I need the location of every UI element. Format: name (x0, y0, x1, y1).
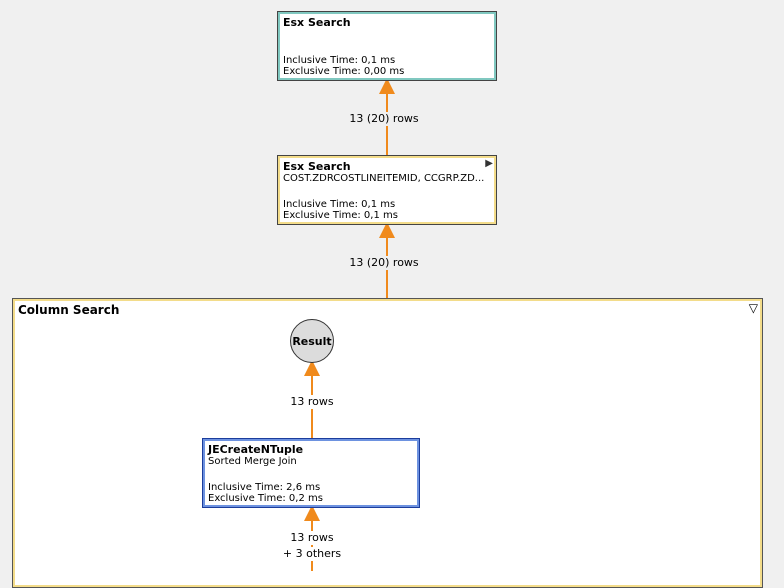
group-title: Column Search (18, 303, 120, 317)
edge-label-group-to-mid: 13 (20) rows (324, 256, 444, 270)
edge-label-bottom-others: + 3 others (252, 547, 372, 561)
node-detail: Sorted Merge Join (208, 456, 297, 467)
edge-label-bottom-rows: 13 rows (252, 531, 372, 545)
exclusive-time: Exclusive Time: 0,1 ms (283, 210, 398, 221)
expand-triangle-icon[interactable]: ▶ (485, 158, 493, 169)
node-title: JECreateNTuple (208, 443, 304, 456)
edge-label-je-to-result: 13 rows (252, 395, 372, 409)
exclusive-time: Exclusive Time: 0,00 ms (283, 66, 405, 77)
inclusive-time: Inclusive Time: 0,1 ms (283, 55, 396, 66)
exclusive-time: Exclusive Time: 0,2 ms (208, 493, 323, 504)
node-title: Esx Search (283, 160, 351, 173)
collapse-triangle-icon[interactable]: ▽ (748, 301, 758, 315)
edge-label-mid-to-top: 13 (20) rows (324, 112, 444, 126)
esx-search-node-mid[interactable]: ▶ Esx Search COST.ZDRCOSTLINEITEMID, CCG… (277, 155, 497, 225)
result-label: Result (292, 334, 332, 348)
result-node[interactable]: Result (290, 319, 334, 363)
inclusive-time: Inclusive Time: 0,1 ms (283, 199, 396, 210)
inclusive-time: Inclusive Time: 2,6 ms (208, 482, 321, 493)
esx-search-node-top[interactable]: Esx Search Inclusive Time: 0,1 ms Exclus… (277, 11, 497, 81)
node-title: Esx Search (283, 16, 351, 29)
node-detail: COST.ZDRCOSTLINEITEMID, CCGRP.ZD... (283, 173, 485, 184)
je-create-ntuple-node[interactable]: JECreateNTuple Sorted Merge Join Inclusi… (202, 438, 420, 508)
